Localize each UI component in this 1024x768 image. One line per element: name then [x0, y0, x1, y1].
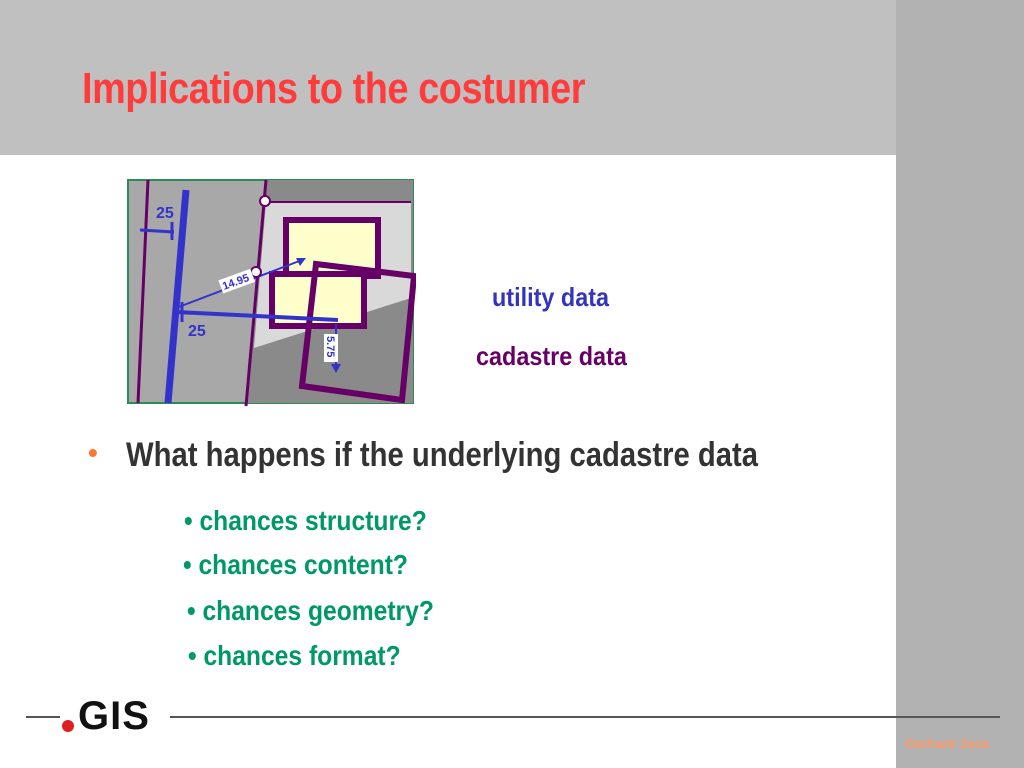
logo-backdrop [60, 695, 170, 741]
arrow-head-vertical [331, 364, 341, 373]
footer-rule [26, 716, 1000, 718]
sub-bullet-format: • chances format? [188, 640, 401, 671]
right-side-band [896, 0, 1024, 768]
main-bullet-text: What happens if the underlying cadastre … [126, 436, 759, 474]
slide-title: Implications to the costumer [82, 64, 586, 113]
sub-bullet-geometry: • chances geometry? [187, 595, 434, 626]
arrow-head-diagonal [296, 258, 306, 266]
label-5-75: 5.75 [324, 336, 336, 357]
sub-bullet-structure: • chances structure? [184, 505, 427, 536]
utility-main-line [164, 189, 190, 404]
logo-dot-icon [62, 720, 74, 732]
sub-bullet-content: • chances content? [183, 549, 408, 580]
label-14-95-bg [218, 268, 256, 294]
legend-cadastre-data: cadastre data [476, 341, 627, 371]
utility-measure-top [139, 228, 175, 234]
label-25-mid: 25 [188, 323, 206, 340]
bullet-marker: • [88, 437, 98, 468]
cadastre-line-left [136, 179, 150, 404]
control-point-upper [259, 195, 271, 207]
cadastre-line-mid [244, 179, 268, 406]
header-band [0, 0, 896, 155]
legend-utility-data: utility data [492, 282, 610, 312]
utility-measure-mid [175, 310, 339, 322]
label-5-75-bg [324, 334, 338, 362]
author-name: Gerhard Joos [905, 736, 990, 751]
utility-cadastre-figure: 25 25 14.95 5.75 [127, 179, 416, 406]
cadastre-parcel-rotated [298, 260, 416, 404]
gis-logo: GIS [78, 694, 150, 738]
label-25-top: 25 [156, 205, 174, 222]
